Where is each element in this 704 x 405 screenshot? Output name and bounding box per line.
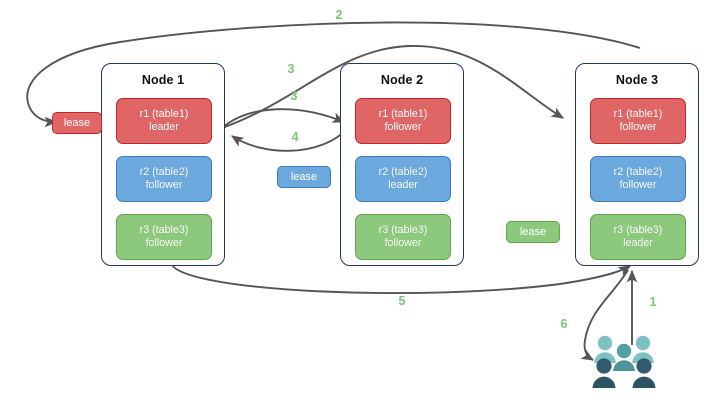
replica-node2-r2[interactable]: r2 (table2) leader <box>355 156 451 202</box>
users-group-icon <box>592 335 656 388</box>
replica-node3-r1[interactable]: r1 (table1) follower <box>590 98 686 144</box>
step-label-5: 5 <box>398 294 406 308</box>
replica-label-line2: leader <box>149 121 179 133</box>
replica-label-line1: r3 (table3) <box>139 223 189 236</box>
lease-badge-r3[interactable]: lease <box>506 221 560 243</box>
replica-label-line2: follower <box>145 179 183 191</box>
replica-label-line1: r1 (table1) <box>139 107 189 120</box>
node-container-node2: Node 2 r1 (table1) follower r2 (table2) … <box>340 63 464 266</box>
replica-label-line1: r1 (table1) <box>378 107 428 120</box>
replica-node2-r3[interactable]: r3 (table3) follower <box>355 214 451 260</box>
step-label-2: 2 <box>335 8 343 22</box>
replica-label-line2: follower <box>384 237 422 249</box>
replica-node3-r3[interactable]: r3 (table3) leader <box>590 214 686 260</box>
replica-label-line1: r3 (table3) <box>613 223 663 236</box>
replica-label-line2: follower <box>619 121 657 133</box>
replica-label-line1: r1 (table1) <box>613 107 663 120</box>
replica-label-line2: follower <box>619 179 657 191</box>
lease-badge-r2[interactable]: lease <box>277 166 331 188</box>
replica-label-line1: r3 (table3) <box>378 223 428 236</box>
replica-node1-r2[interactable]: r2 (table2) follower <box>116 156 212 202</box>
step-label-4: 4 <box>291 130 299 144</box>
edge-3-node1-to-node2 <box>221 108 346 129</box>
step-label-3b: 3 <box>290 89 298 103</box>
step-label-1: 1 <box>649 295 657 309</box>
replica-node1-r3[interactable]: r3 (table3) follower <box>116 214 212 260</box>
replica-node2-r1[interactable]: r1 (table1) follower <box>355 98 451 144</box>
replica-label-line2: leader <box>388 179 418 191</box>
lease-badge-r1[interactable]: lease <box>52 112 102 134</box>
node-container-node3: Node 3 r1 (table1) follower r2 (table2) … <box>575 63 699 266</box>
replica-node1-r1[interactable]: r1 (table1) leader <box>116 98 212 144</box>
replica-label-line1: r2 (table2) <box>378 165 428 178</box>
node-title-node2: Node 2 <box>380 73 424 87</box>
replica-label-line1: r2 (table2) <box>613 165 663 178</box>
step-label-3a: 3 <box>287 62 295 76</box>
node-title-node1: Node 1 <box>141 73 185 87</box>
replica-label-line1: r2 (table2) <box>139 165 189 178</box>
replica-label-line2: follower <box>145 237 183 249</box>
step-label-6: 6 <box>560 317 568 331</box>
replica-label-line2: leader <box>623 237 653 249</box>
replica-label-line2: follower <box>384 121 422 133</box>
replica-node3-r2[interactable]: r2 (table2) follower <box>590 156 686 202</box>
edge-5-node1-to-node3 <box>171 264 631 295</box>
node-container-node1: Node 1 r1 (table1) leader r2 (table2) fo… <box>101 63 225 266</box>
node-title-node3: Node 3 <box>615 73 659 87</box>
